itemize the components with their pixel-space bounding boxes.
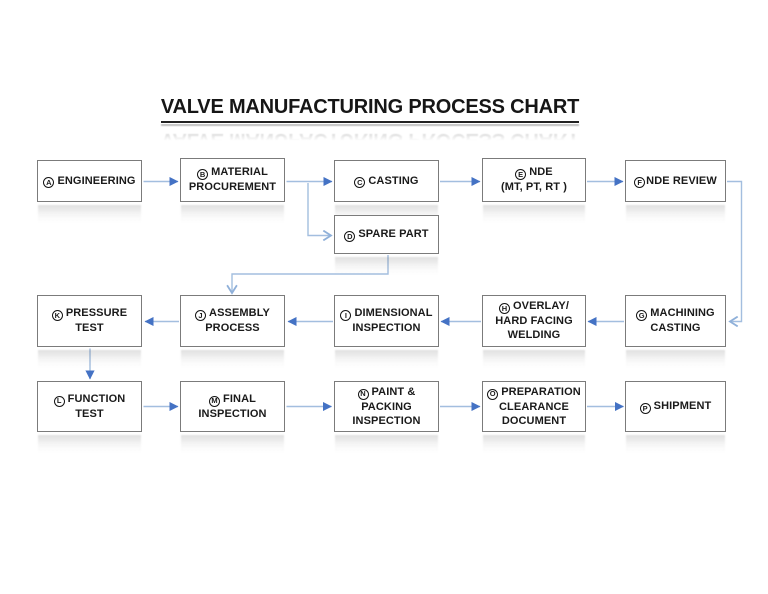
step-letter-e: E (515, 169, 527, 181)
step-letter-f: F (634, 177, 646, 189)
arrow-branch-to-spare-part (307, 183, 331, 236)
page-title: VALVE MANUFACTURING PROCESS CHART (160, 96, 579, 123)
step-letter-m: M (209, 395, 221, 407)
step-letter-j: J (195, 310, 207, 322)
step-letter-g: G (636, 310, 648, 322)
step-label-engineering: ENGINEERING (57, 174, 136, 187)
title-block: VALVE MANUFACTURING PROCESS CHART VALVE … (0, 96, 740, 151)
step-label-shipment: SHIPMENT (653, 400, 712, 413)
step-letter-i: I (340, 310, 352, 322)
step-letter-h: H (498, 303, 510, 315)
step-label-dimensional-inspection: DIMENSIONAL INSPECTION (352, 307, 433, 335)
arrow-spare-part-to-assembly (232, 255, 389, 293)
step-letter-o: O (487, 388, 499, 400)
step-letter-b: B (197, 169, 209, 181)
step-label-overlay-hard-facing-welding: OVERLAY/ HARD FACING WELDING (495, 300, 573, 342)
step-label-machining-casting: MACHINING CASTING (650, 307, 715, 335)
arrow-nde-review-to-machining-casting (727, 180, 743, 322)
step-label-function-test: FUNCTION TEST (67, 392, 126, 420)
step-label-preparation-clearance-document: PREPARATION CLEARANCE DOCUMENT (499, 385, 581, 427)
step-label-casting: CASTING (368, 174, 419, 187)
step-letter-l: L (53, 395, 65, 407)
page-title-reflection: VALVE MANUFACTURING PROCESS CHART (0, 124, 740, 151)
step-label-assembly-process: ASSEMBLY PROCESS (205, 307, 270, 335)
step-letter-c: C (354, 177, 366, 189)
step-letter-a: A (43, 177, 55, 189)
step-label-nde: NDE (MT, PT, RT ) (500, 166, 568, 194)
step-letter-d: D (344, 230, 356, 242)
step-label-paint-packing-inspection: PAINT & PACKING INSPECTION (352, 385, 421, 427)
step-label-nde-review: NDE REVIEW (646, 174, 717, 187)
step-letter-p: P (639, 402, 651, 414)
step-label-final-inspection: FINAL INSPECTION (198, 392, 267, 420)
step-label-material-procurement: MATERIAL PROCUREMENT (188, 166, 277, 194)
step-letter-k: K (51, 310, 63, 322)
step-label-pressure-test: PRESSURE TEST (65, 307, 128, 335)
step-letter-n: N (357, 388, 369, 400)
step-label-spare-part: SPARE PART (358, 228, 429, 241)
